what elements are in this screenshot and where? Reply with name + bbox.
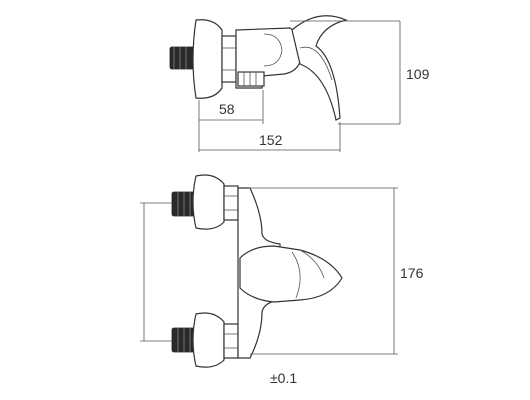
front-handle (239, 245, 343, 303)
front-flange-top (192, 174, 225, 230)
front-nut-bottom (223, 323, 239, 359)
dim-tolerance: ±0.1 (270, 370, 297, 386)
dim-side-total-width: 152 (259, 132, 283, 148)
dim-front-height: 176 (400, 265, 424, 281)
side-view: 109 58 152 (169, 15, 430, 152)
side-nut (221, 35, 237, 83)
front-nut-top (223, 185, 239, 221)
dim-side-inner-width: 58 (219, 101, 235, 117)
front-flange-bottom (192, 312, 225, 368)
side-flange (192, 19, 223, 99)
side-lever (291, 15, 348, 121)
dim-side-height: 109 (406, 66, 430, 82)
front-view: 176 ±0.1 (140, 174, 424, 386)
side-outlet (237, 71, 265, 87)
